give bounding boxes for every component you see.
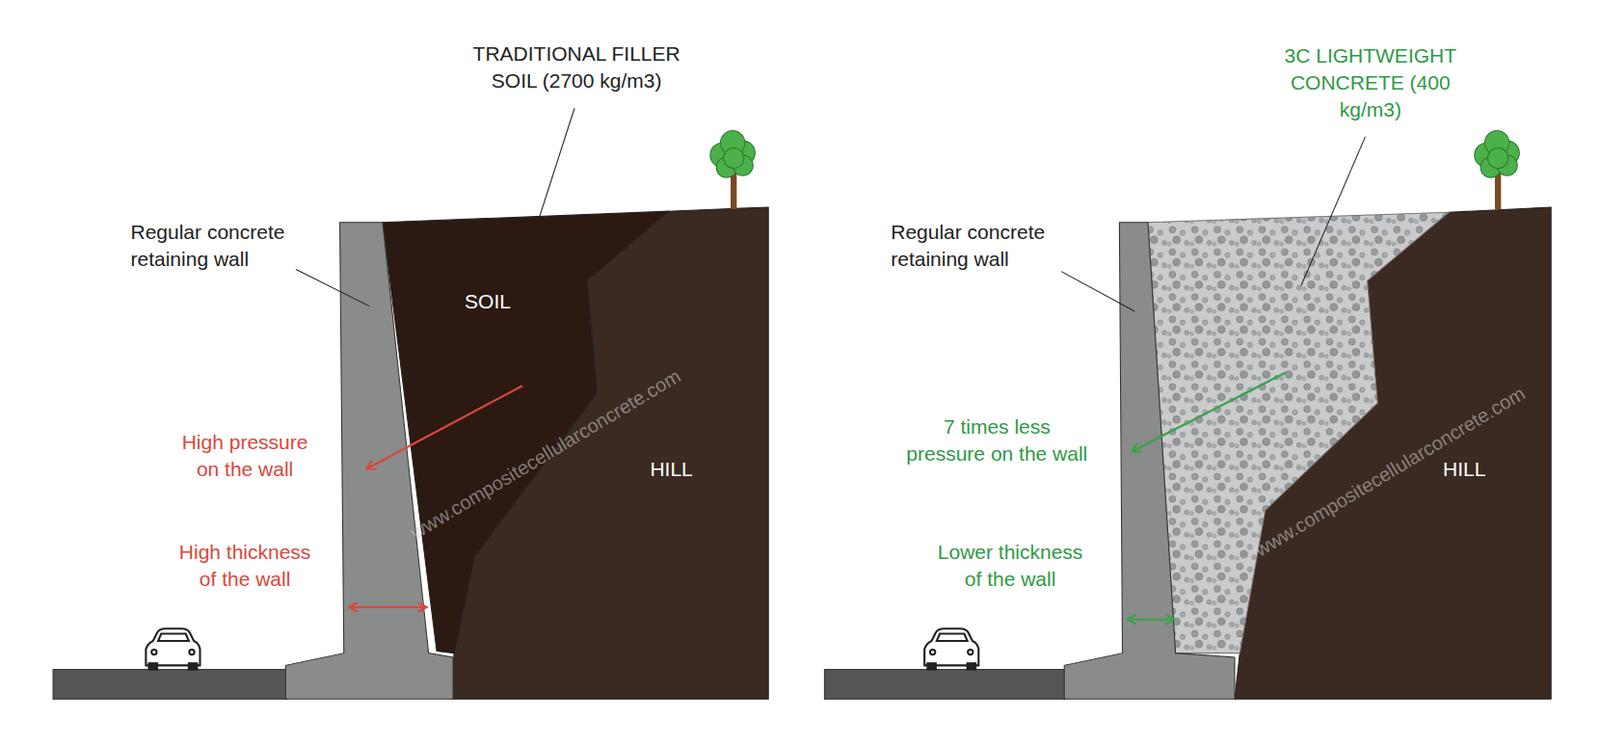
thickness-note: Lower thickness of the wall [934, 538, 1087, 593]
pressure-note: 7 times less pressure on the wall [903, 413, 1091, 468]
region-label: HILL [1440, 455, 1490, 483]
wall-label: Regular concrete retaining wall [131, 218, 292, 273]
wall-label: Regular concrete retaining wall [890, 218, 1051, 273]
thickness-note: High thickness of the wall [176, 538, 315, 593]
material-label: 3C LIGHTWEIGHT CONCRETE (400 kg/m3) [1280, 42, 1460, 124]
material-label: TRADITIONAL FILLER SOIL (2700 kg/m3) [469, 40, 684, 95]
pressure-note: High pressure on the wall [179, 428, 312, 483]
region-label: HILL [646, 455, 696, 483]
region-label: SOIL [461, 288, 514, 316]
